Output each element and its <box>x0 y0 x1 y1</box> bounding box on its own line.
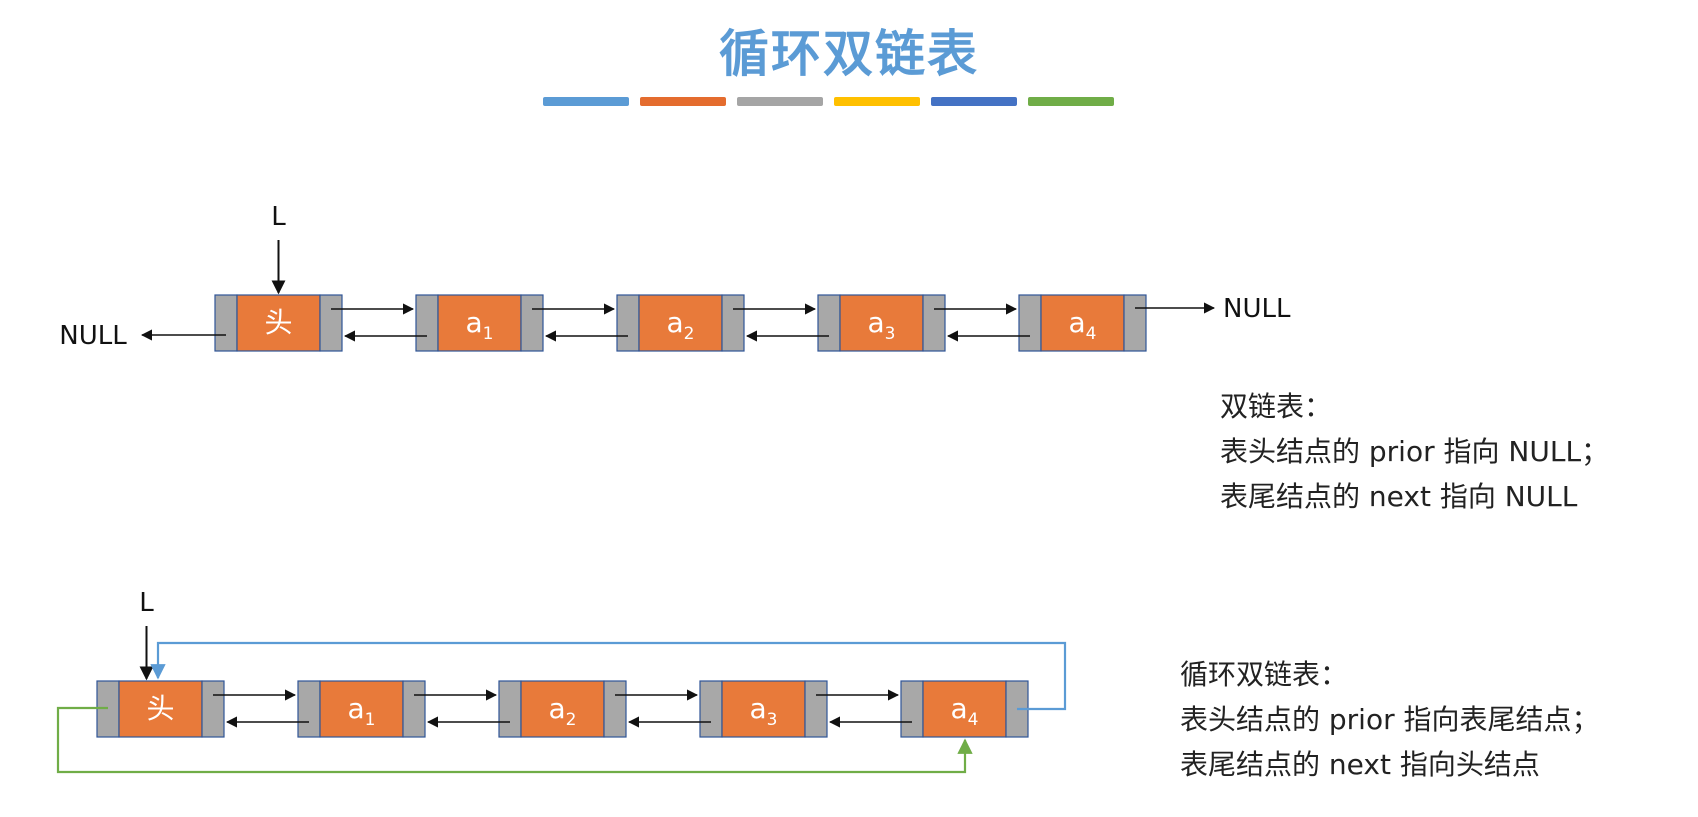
next-field <box>721 294 745 352</box>
circular-next-link <box>150 641 1067 711</box>
node-subscript: 3 <box>885 324 896 344</box>
double-linked-list-top: 头 a1 a2 a3 a4 L NULL NULL <box>59 202 1291 352</box>
color-stripe <box>737 97 823 106</box>
top-desc-line2: 表头结点的 prior 指向 NULL； <box>1220 435 1610 468</box>
data-field <box>437 294 522 352</box>
data-field <box>319 680 404 738</box>
null-label-left: NULL <box>59 321 127 351</box>
data-field <box>1040 294 1125 352</box>
node-subscript: 3 <box>767 710 778 730</box>
next-field <box>922 294 946 352</box>
bottom-desc-line1: 循环双链表： <box>1180 658 1349 691</box>
next-field <box>402 680 426 738</box>
node-subscript: 2 <box>684 324 695 344</box>
head-node: 头 <box>96 680 225 738</box>
prior-field <box>616 294 640 352</box>
slide-title: 循环双链表 <box>719 25 979 83</box>
bottom-desc-line2: 表头结点的 prior 指向表尾结点； <box>1180 703 1600 736</box>
prior-field <box>498 680 522 738</box>
list-node: a2 <box>498 680 627 738</box>
node-label: 头 <box>146 692 174 725</box>
color-stripe <box>543 97 629 106</box>
node-subscript: 2 <box>566 710 577 730</box>
circular-double-linked-list-bottom: 头 a1 a2 a3 a4 L <box>56 588 1067 774</box>
prior-field <box>699 680 723 738</box>
pointer-label-L: L <box>271 202 286 232</box>
data-field <box>721 680 806 738</box>
list-node: a3 <box>817 294 946 352</box>
null-label-right: NULL <box>1223 294 1291 324</box>
color-stripe <box>834 97 920 106</box>
color-stripe <box>931 97 1017 106</box>
prior-field <box>214 294 238 352</box>
list-node: a1 <box>297 680 426 738</box>
prior-field <box>817 294 841 352</box>
top-desc-line1: 双链表： <box>1220 390 1333 423</box>
next-field <box>319 294 343 352</box>
node-label: 头 <box>264 306 292 339</box>
bottom-description: 循环双链表： 表头结点的 prior 指向表尾结点； 表尾结点的 next 指向… <box>1180 652 1600 787</box>
list-node: a3 <box>699 680 828 738</box>
node-subscript: 4 <box>1086 324 1097 344</box>
next-field <box>603 680 627 738</box>
list-node: a4 <box>900 680 1029 738</box>
next-field <box>804 680 828 738</box>
color-stripe <box>640 97 726 106</box>
color-stripes <box>0 97 1698 106</box>
data-field <box>638 294 723 352</box>
next-field <box>520 294 544 352</box>
data-field <box>236 294 321 352</box>
next-field <box>1123 294 1147 352</box>
head-node: 头 <box>214 294 343 352</box>
node-label: a2 <box>549 692 577 730</box>
node-subscript: 4 <box>968 710 979 730</box>
prior-field <box>1018 294 1042 352</box>
data-field <box>520 680 605 738</box>
node-subscript: 1 <box>483 324 494 344</box>
pointer-label-L: L <box>139 588 154 618</box>
list-node: a1 <box>415 294 544 352</box>
next-field <box>201 680 225 738</box>
circular-prior-link <box>56 706 973 774</box>
color-stripe <box>1028 97 1114 106</box>
bottom-desc-line3: 表尾结点的 next 指向头结点 <box>1180 748 1540 781</box>
list-node: a2 <box>616 294 745 352</box>
node-subscript: 1 <box>365 710 376 730</box>
prior-field <box>415 294 439 352</box>
top-description: 双链表： 表头结点的 prior 指向 NULL； 表尾结点的 next 指向 … <box>1220 384 1609 519</box>
prior-field <box>900 680 924 738</box>
prior-field <box>297 680 321 738</box>
list-node: a4 <box>1018 294 1147 352</box>
top-desc-line3: 表尾结点的 next 指向 NULL <box>1220 480 1578 513</box>
